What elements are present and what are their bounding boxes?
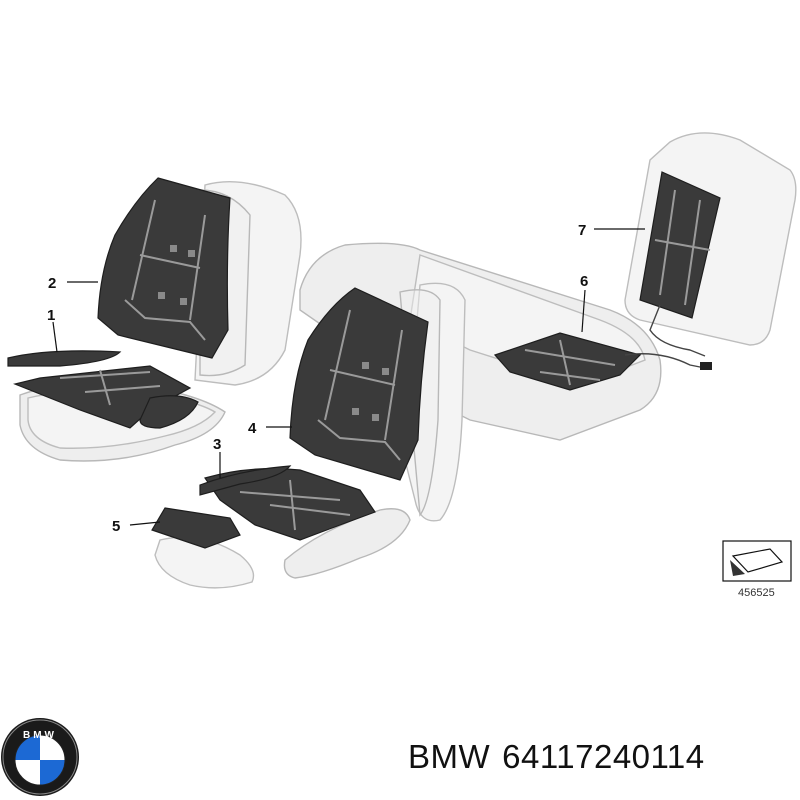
callout-3: 3 bbox=[213, 436, 221, 453]
callout-2: 2 bbox=[48, 275, 56, 292]
leader-line-5 bbox=[129, 521, 161, 526]
right-seat-mat-pattern bbox=[239, 479, 351, 531]
caption-part-number: 64117240114 bbox=[502, 738, 705, 775]
left-seat-assembly bbox=[7, 177, 302, 462]
callout-1: 1 bbox=[47, 307, 55, 324]
reference-number: 456525 bbox=[738, 587, 775, 599]
rear-backrest-cable bbox=[649, 304, 706, 357]
rear-seat-heating-mat bbox=[493, 332, 642, 391]
rear-backrest-assembly bbox=[624, 132, 797, 357]
leader-line-6 bbox=[581, 289, 586, 333]
part-caption: BMW 64117240114 bbox=[408, 738, 717, 776]
rear-backrest-mat-pattern bbox=[654, 189, 711, 306]
bmw-logo-blue-quadrant-top-left bbox=[15, 735, 40, 760]
callout-4: 4 bbox=[248, 420, 257, 437]
bmw-logo: BMW bbox=[1, 718, 79, 796]
rear-seat-heating-cable bbox=[624, 353, 706, 369]
left-backrest-mat-pattern bbox=[124, 199, 206, 341]
view-direction-box: 456525 bbox=[722, 540, 792, 599]
caption-brand: BMW bbox=[408, 738, 491, 775]
view-direction-arrow-shadow-icon bbox=[730, 560, 745, 576]
left-seat-mat-flap bbox=[139, 395, 199, 429]
right-backrest-mat-dots bbox=[352, 362, 389, 421]
thigh-support-heating-mat bbox=[151, 507, 241, 549]
left-seat-mat-pattern bbox=[59, 369, 161, 406]
left-backrest-mat-dots bbox=[158, 245, 195, 305]
callout-7: 7 bbox=[578, 222, 586, 239]
rear-bench-assembly bbox=[299, 242, 712, 441]
left-seat-heating-strip bbox=[7, 350, 122, 367]
bmw-logo-letters: BMW bbox=[23, 730, 57, 741]
right-backrest-heating-mat bbox=[289, 287, 429, 481]
rear-seat-cable-connector bbox=[700, 362, 712, 370]
leader-lines bbox=[52, 228, 645, 526]
left-backrest-heating-mat bbox=[97, 177, 231, 359]
right-seat-assembly bbox=[151, 282, 466, 589]
leader-line-1 bbox=[52, 321, 58, 353]
right-seat-heating-strip bbox=[199, 465, 292, 496]
callout-5: 5 bbox=[112, 518, 120, 535]
callout-labels: 1 2 3 4 5 6 7 bbox=[47, 222, 588, 535]
rear-seat-mat-pattern bbox=[524, 339, 616, 386]
bmw-logo-blue-quadrant-bottom-right bbox=[40, 760, 65, 785]
view-direction-arrow-icon bbox=[731, 548, 784, 573]
right-backrest-mat-pattern bbox=[317, 309, 403, 461]
callout-6: 6 bbox=[580, 273, 588, 290]
